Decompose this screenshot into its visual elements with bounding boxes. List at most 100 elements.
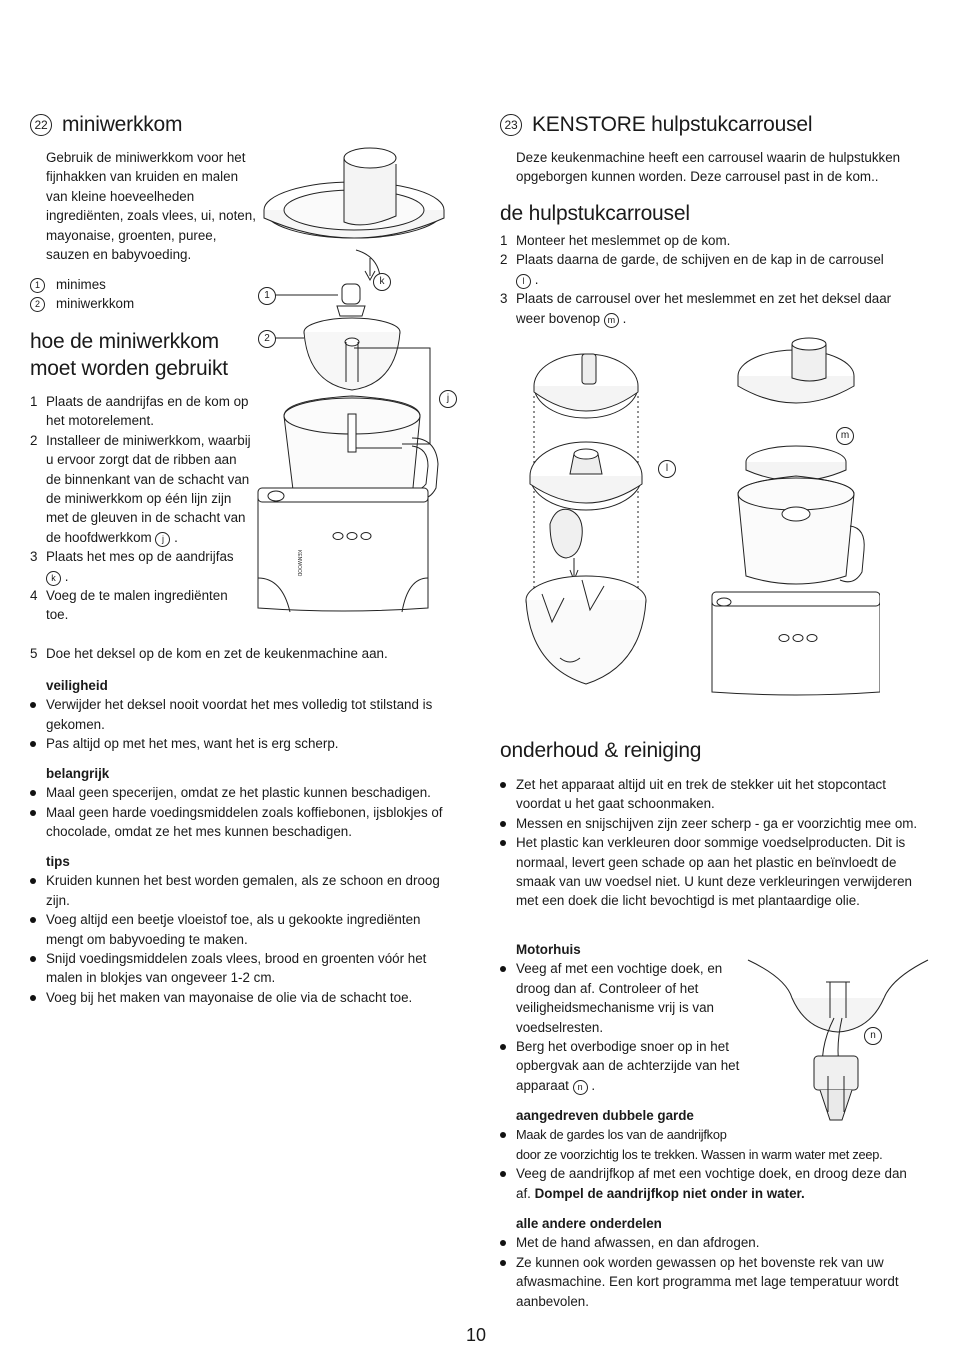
step-number: 2 xyxy=(30,432,38,448)
tip-item: Kruiden kunnen het best worden gemalen, … xyxy=(30,871,460,910)
intro-text: Gebruik de miniwerkkom voor het fijnhakk… xyxy=(46,150,256,263)
whisk-item-text: door ze voorzichtig los te trekken. Wass… xyxy=(516,1146,883,1162)
maintenance-item: Messen en snijschijven zijn zeer scherp … xyxy=(500,814,925,833)
whisk-warning: Dompel de aandrijfkop niet onder in wate… xyxy=(534,1185,805,1201)
miniwerkkom-illustration: KENWOOD xyxy=(257,147,445,613)
step-2: 2 Installeer de miniwerkkom, waarbij u er… xyxy=(30,431,252,547)
motor-item: Berg het overbodige snoer op in het opbe… xyxy=(500,1037,745,1095)
callout-k: k xyxy=(373,273,391,291)
step-5: 5 Doe het deksel op de kom en zet de keuk… xyxy=(30,644,450,663)
motor-heading: Motorhuis xyxy=(516,942,581,957)
step-4: 4 Voeg de te malen ingrediënten toe. xyxy=(30,586,252,625)
step-number: 3 xyxy=(30,549,38,565)
callout-2: 2 xyxy=(258,330,276,348)
ref-circle: j xyxy=(155,531,171,547)
step-3: 3 Plaats het mes op de aandrijfas k . xyxy=(30,547,252,586)
tips-heading: tips xyxy=(46,854,70,869)
step-text: Plaats het mes op de aandrijfas xyxy=(46,549,234,565)
section-23-title: 23 KENSTORE hulpstukcarrousel xyxy=(500,112,813,137)
ref-circle: l xyxy=(516,273,531,289)
motor-item-end: . xyxy=(591,1077,596,1093)
whisk-item-2: Veeg de aandrijfkop af met een vochtige … xyxy=(500,1164,925,1203)
miniwerkkom-intro: Gebruik de miniwerkkom voor het fijnhakk… xyxy=(46,148,258,264)
howto-steps: 1 Plaats de aandrijfas en de kom op het m… xyxy=(30,392,252,625)
other-parts-heading: alle andere onderdelen xyxy=(516,1216,662,1231)
howto-title: hoe de miniwerkkom moet worden gebruikt xyxy=(30,328,228,382)
step-text-end: . xyxy=(64,568,69,584)
other-parts-item: Met de hand afwassen, en dan afdrogen. xyxy=(500,1233,930,1252)
step-number: 4 xyxy=(30,588,38,604)
whisk-heading: aangedreven dubbele garde xyxy=(516,1108,694,1123)
safety-item: Pas altijd op met het mes, want het is e… xyxy=(30,734,460,753)
step-number: 2 xyxy=(500,252,508,268)
maintenance-item: Zet het apparaat altijd uit en trek de s… xyxy=(500,775,925,814)
step-text: Plaats de carrousel over het meslemmet e… xyxy=(516,291,892,326)
section-number-badge: 22 xyxy=(30,114,52,136)
carousel-step-2: 2 Plaats daarna de garde, de schijven en … xyxy=(500,250,915,289)
other-parts-block: alle andere onderdelen Met de hand afwas… xyxy=(500,1206,930,1311)
important-item: Maal geen specerijen, omdat ze het plast… xyxy=(30,783,460,802)
step-text-end: . xyxy=(622,310,627,326)
step-1: 1 Plaats de aandrijfas en de kom op het m… xyxy=(30,392,252,431)
step-number: 3 xyxy=(500,291,508,307)
carousel-title: de hulpstukcarrousel xyxy=(500,202,690,225)
kenstore-intro: Deze keukenmachine heeft een carrousel w… xyxy=(516,148,931,187)
section-number-badge: 23 xyxy=(500,114,522,136)
howto-title-line2: moet worden gebruikt xyxy=(30,357,228,380)
cord-storage-illustration xyxy=(747,959,929,1121)
howto-step-5: 5 Doe het deksel op de kom en zet de keuk… xyxy=(30,644,450,663)
whisk-item-text: Veeg de aandrijfkop af met een vochtige … xyxy=(516,1166,907,1201)
legend-number: 1 xyxy=(30,278,45,293)
callout-m: m xyxy=(836,427,854,445)
callout-1: 1 xyxy=(258,287,276,305)
safety-block: veiligheid Verwijder het deksel nooit vo… xyxy=(30,668,460,754)
step-text: Monteer het meslemmet op de kom. xyxy=(516,233,731,248)
important-heading: belangrijk xyxy=(46,766,110,781)
ref-circle: k xyxy=(46,570,61,586)
whisk-item-text: Maak de gardes los van de aandrijfkop xyxy=(516,1127,727,1143)
step-number: 1 xyxy=(30,394,38,409)
carousel-step-3: 3 Plaats de carrousel over het meslemmet … xyxy=(500,289,915,328)
carousel-step-1: 1 Monteer het meslemmet op de kom. xyxy=(500,231,915,250)
carousel-illustration xyxy=(525,337,880,696)
other-parts-item: Ze kunnen ook worden gewassen op het bov… xyxy=(500,1253,930,1311)
step-number: 1 xyxy=(500,233,508,248)
legend-label: minimes xyxy=(56,277,106,292)
step-text-end: . xyxy=(174,529,178,545)
maintenance-item: Het plastic kan verkleuren door sommige … xyxy=(500,833,925,911)
tips-block: tips Kruiden kunnen het best worden gema… xyxy=(30,844,460,1007)
important-item: Maal geen harde voedingsmiddelen zoals k… xyxy=(30,803,460,842)
step-text: Plaats de aandrijfas en de kom op het mo… xyxy=(46,394,249,429)
ref-circle: n xyxy=(572,1079,588,1095)
safety-item: Verwijder het deksel nooit voordat het m… xyxy=(30,695,460,734)
intro-text: Deze keukenmachine heeft een carrousel w… xyxy=(516,150,901,185)
ref-circle: m xyxy=(603,312,619,328)
step-text-end: . xyxy=(534,271,539,287)
section-title-text: miniwerkkom xyxy=(62,113,183,136)
legend-label: miniwerkkom xyxy=(56,296,135,312)
callout-j: j xyxy=(439,390,457,408)
motor-item: Veeg af met een vochtige doek, en droog … xyxy=(500,959,745,1037)
step-text: Voeg de te malen ingrediënten toe. xyxy=(46,588,228,623)
motor-item-text: Berg het overbodige snoer op in het opbe… xyxy=(516,1039,740,1093)
safety-heading: veiligheid xyxy=(46,678,108,693)
howto-title-line1: hoe de miniwerkkom xyxy=(30,330,219,353)
parts-legend: 1 minimes 2 miniwerkkom xyxy=(30,275,240,314)
step-text: Plaats daarna de garde, de schijven en d… xyxy=(516,252,884,268)
section-title-text: KENSTORE hulpstukcarrousel xyxy=(532,113,813,136)
brand-label: KENWOOD xyxy=(296,550,302,577)
step-text: Doe het deksel op de kom en zet de keuke… xyxy=(46,646,388,661)
motor-block: Motorhuis Veeg af met een vochtige doek,… xyxy=(500,932,745,1095)
whisk-item-1: Maak de gardes los van de aandrijfkop doo… xyxy=(500,1125,925,1164)
important-block: belangrijk Maal geen specerijen, omdat z… xyxy=(30,756,460,842)
step-text: Installeer de miniwerkkom, waarbij u erv… xyxy=(46,432,251,545)
maintenance-title: onderhoud & reiniging xyxy=(500,739,702,762)
whisk-block: aangedreven dubbele garde Maak de gardes… xyxy=(500,1098,925,1203)
tip-item: Snijd voedingsmiddelen zoals vlees, broo… xyxy=(30,949,460,988)
maintenance-list: Zet het apparaat altijd uit en trek de s… xyxy=(500,775,925,911)
legend-number: 2 xyxy=(30,297,45,313)
page-number: 10 xyxy=(466,1325,487,1345)
section-22-title: 22 miniwerkkom xyxy=(30,112,183,137)
step-number: 5 xyxy=(30,646,38,661)
